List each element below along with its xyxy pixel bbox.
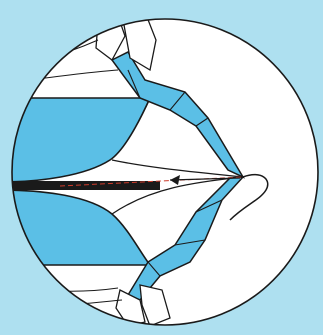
diagram-canvas <box>0 0 323 335</box>
diagram-svg <box>0 0 323 335</box>
